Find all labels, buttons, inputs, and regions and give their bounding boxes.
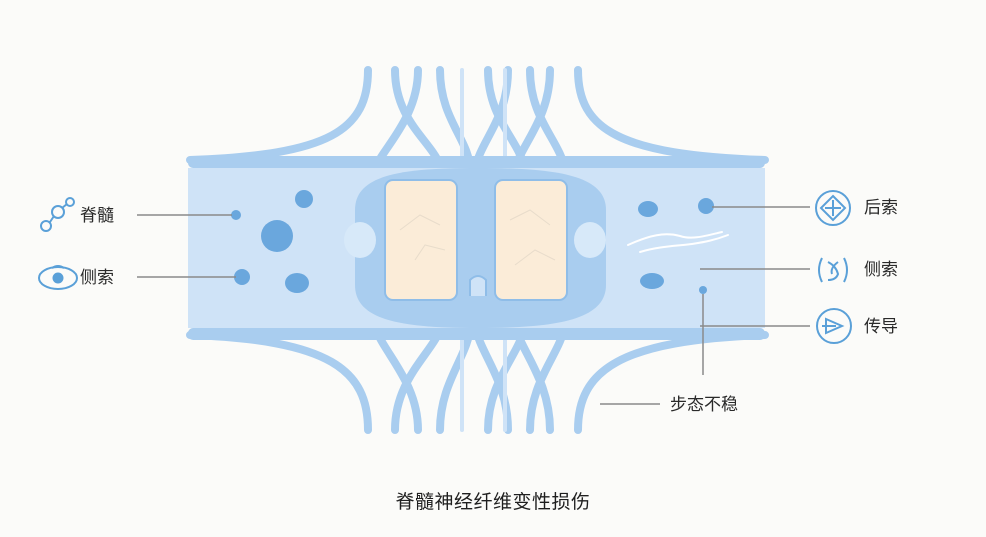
- compass-diamond-icon: [815, 190, 851, 226]
- nerve-bundle-icon: [818, 257, 848, 283]
- label-lateral-column-right: 侧索: [864, 260, 898, 280]
- label-spinal-cord: 脊髓: [80, 206, 114, 226]
- label-unsteady-gait: 步态不稳: [670, 395, 738, 415]
- vertebra-blocks: [384, 179, 568, 301]
- signal-arrow-icon: [816, 308, 852, 344]
- leader-lines: [137, 206, 810, 405]
- wavy-fibers: [627, 231, 729, 253]
- label-posterior-column: 后索: [864, 198, 898, 218]
- label-conduction: 传导: [864, 317, 898, 337]
- label-lateral-column-left: 侧索: [80, 268, 114, 288]
- vertebra-chain-icon: [40, 197, 75, 232]
- cord-dots: [231, 190, 714, 294]
- nerve-fibers-light: [460, 68, 507, 432]
- figure-caption: 脊髓神经纤维变性损伤: [395, 491, 591, 513]
- eye-icon: [38, 265, 78, 290]
